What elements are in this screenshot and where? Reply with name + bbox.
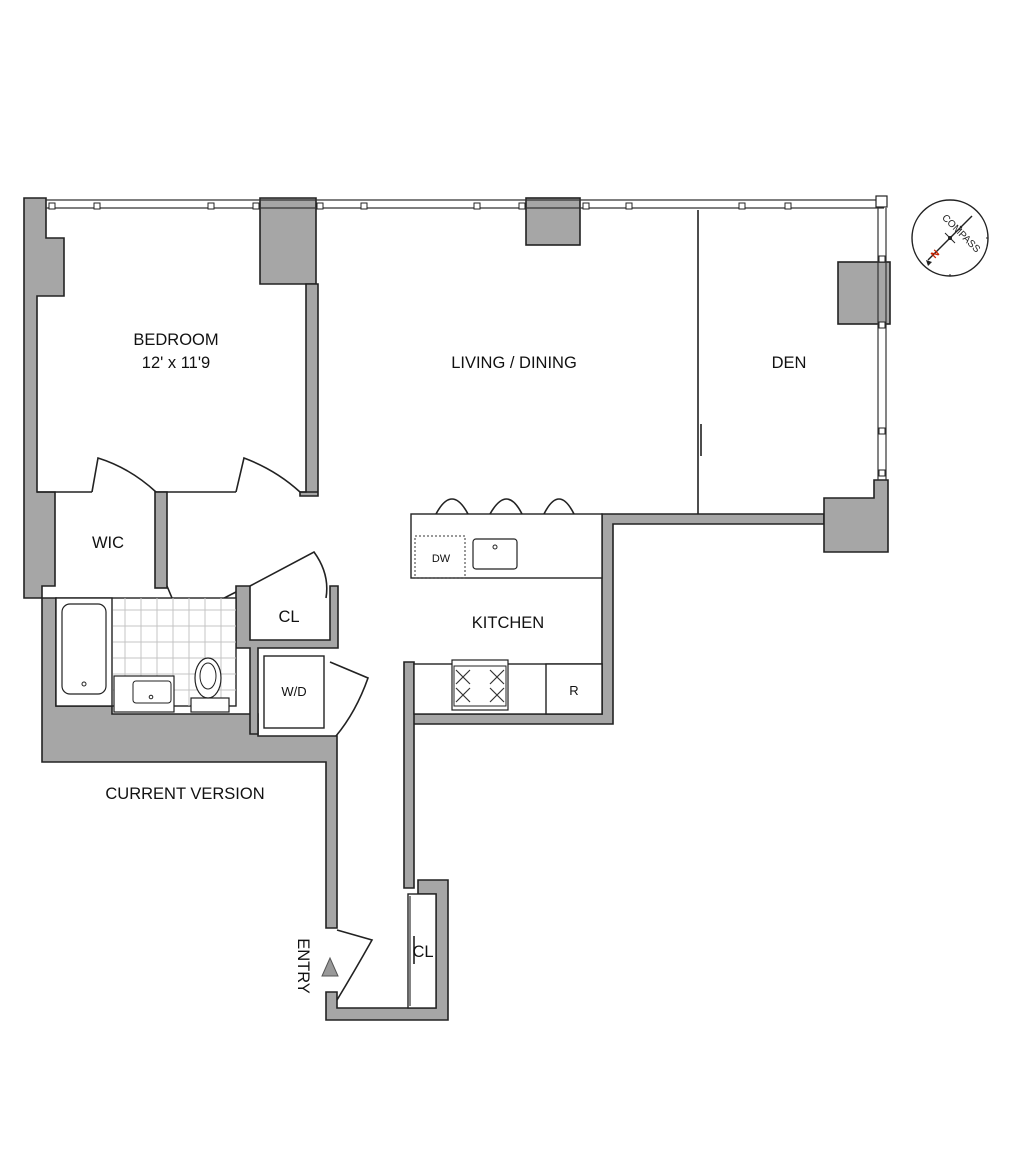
closet-partition	[235, 585, 339, 735]
compass-icon: N COMPASS	[911, 199, 989, 277]
wic-divider	[154, 491, 168, 589]
room-labels: BEDROOM 12' x 11'9 LIVING / DINING DEN W…	[92, 331, 806, 994]
structural-walls	[23, 197, 891, 1021]
closet-bath-label: CL	[278, 608, 299, 626]
cooktop-icon	[451, 659, 509, 711]
bedroom-label: BEDROOM	[133, 331, 218, 349]
kitchen	[410, 498, 603, 715]
toilet-icon	[190, 657, 230, 713]
bedroom-dimensions: 12' x 11'9	[142, 354, 210, 372]
wic-label: WIC	[92, 534, 124, 552]
stool-icon	[489, 498, 523, 515]
stool-icon	[435, 498, 469, 515]
refrigerator-icon	[545, 663, 603, 715]
washer-dryer-icon	[263, 655, 325, 729]
dishwasher-label: DW	[432, 553, 451, 565]
den-corner-column	[823, 479, 889, 553]
corridor-east-wall	[403, 513, 825, 889]
dishwasher-outline	[414, 535, 466, 579]
entry-label: ENTRY	[294, 938, 312, 994]
closet-entry-label: CL	[412, 943, 433, 961]
version-caption: CURRENT VERSION	[105, 785, 264, 803]
stool-icon	[543, 498, 575, 515]
west-wall	[23, 197, 65, 599]
window-pier-east	[837, 261, 891, 325]
window-wall-east	[877, 208, 887, 480]
washer-dryer-label: W/D	[281, 684, 306, 699]
entry-arrow-icon	[321, 956, 339, 977]
living-dining-label: LIVING / DINING	[451, 354, 577, 372]
window-wall-north	[46, 195, 888, 210]
bedroom-east-wall	[299, 283, 319, 497]
bedroom-column	[259, 197, 317, 285]
den-label: DEN	[772, 354, 807, 372]
kitchen-label: KITCHEN	[472, 614, 544, 632]
entry-closet	[407, 893, 437, 1009]
bathroom	[55, 597, 237, 713]
sink-icon	[472, 538, 518, 570]
window-pier-center	[525, 197, 581, 246]
refrigerator-label: R	[569, 683, 578, 698]
